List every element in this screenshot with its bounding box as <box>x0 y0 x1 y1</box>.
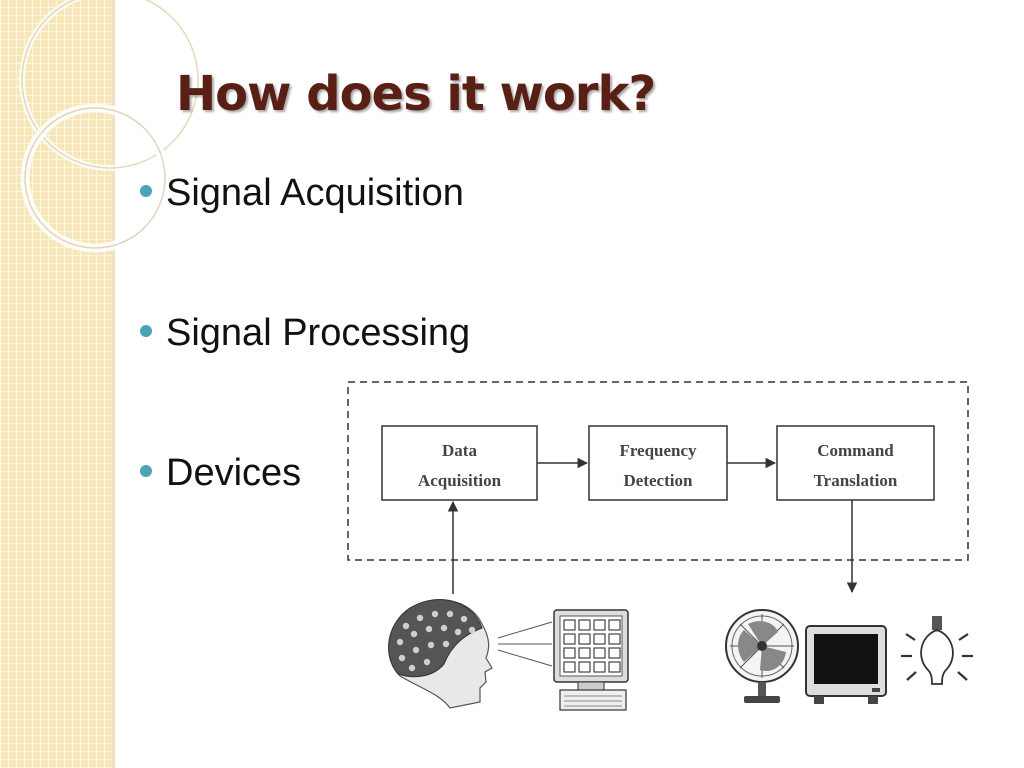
block-data-acquisition: Data Acquisition <box>381 425 538 501</box>
bullet-devices: Devices <box>140 452 301 495</box>
fan-icon <box>725 609 799 703</box>
bullet-dot-icon <box>140 184 152 197</box>
bullet-text: Devices <box>166 452 302 494</box>
bci-block-diagram: Data Acquisition Frequency Detection Com… <box>347 381 973 711</box>
decorative-left-band <box>0 0 112 768</box>
block-label-line: Acquisition <box>418 471 502 490</box>
bullet-signal-acquisition: Signal Acquisition <box>140 172 464 215</box>
sight-lines <box>497 621 553 667</box>
block-command-translation: Command Translation <box>776 425 935 501</box>
bullet-signal-processing: Signal Processing <box>140 312 470 355</box>
bullet-dot-icon <box>140 324 152 337</box>
light-bulb-icon <box>901 616 973 685</box>
block-label-line: Frequency <box>619 441 697 460</box>
block-label-line: Detection <box>624 471 693 490</box>
slide-title: How does it work? <box>176 66 656 122</box>
stimulus-monitor-icon <box>553 609 629 711</box>
bullet-dot-icon <box>140 464 152 477</box>
eeg-cap-head-icon <box>388 599 493 709</box>
bullet-text: Signal Processing <box>166 312 471 354</box>
block-label-line: Data <box>442 441 477 460</box>
block-frequency-detection: Frequency Detection <box>588 425 728 501</box>
bullet-text: Signal Acquisition <box>166 172 464 214</box>
block-label-line: Command <box>817 441 894 460</box>
block-label-line: Translation <box>814 471 898 490</box>
band-edge-divider <box>112 0 115 768</box>
decorative-circles <box>19 0 200 253</box>
television-icon <box>805 625 887 704</box>
system-boundary-dashed <box>347 381 969 561</box>
